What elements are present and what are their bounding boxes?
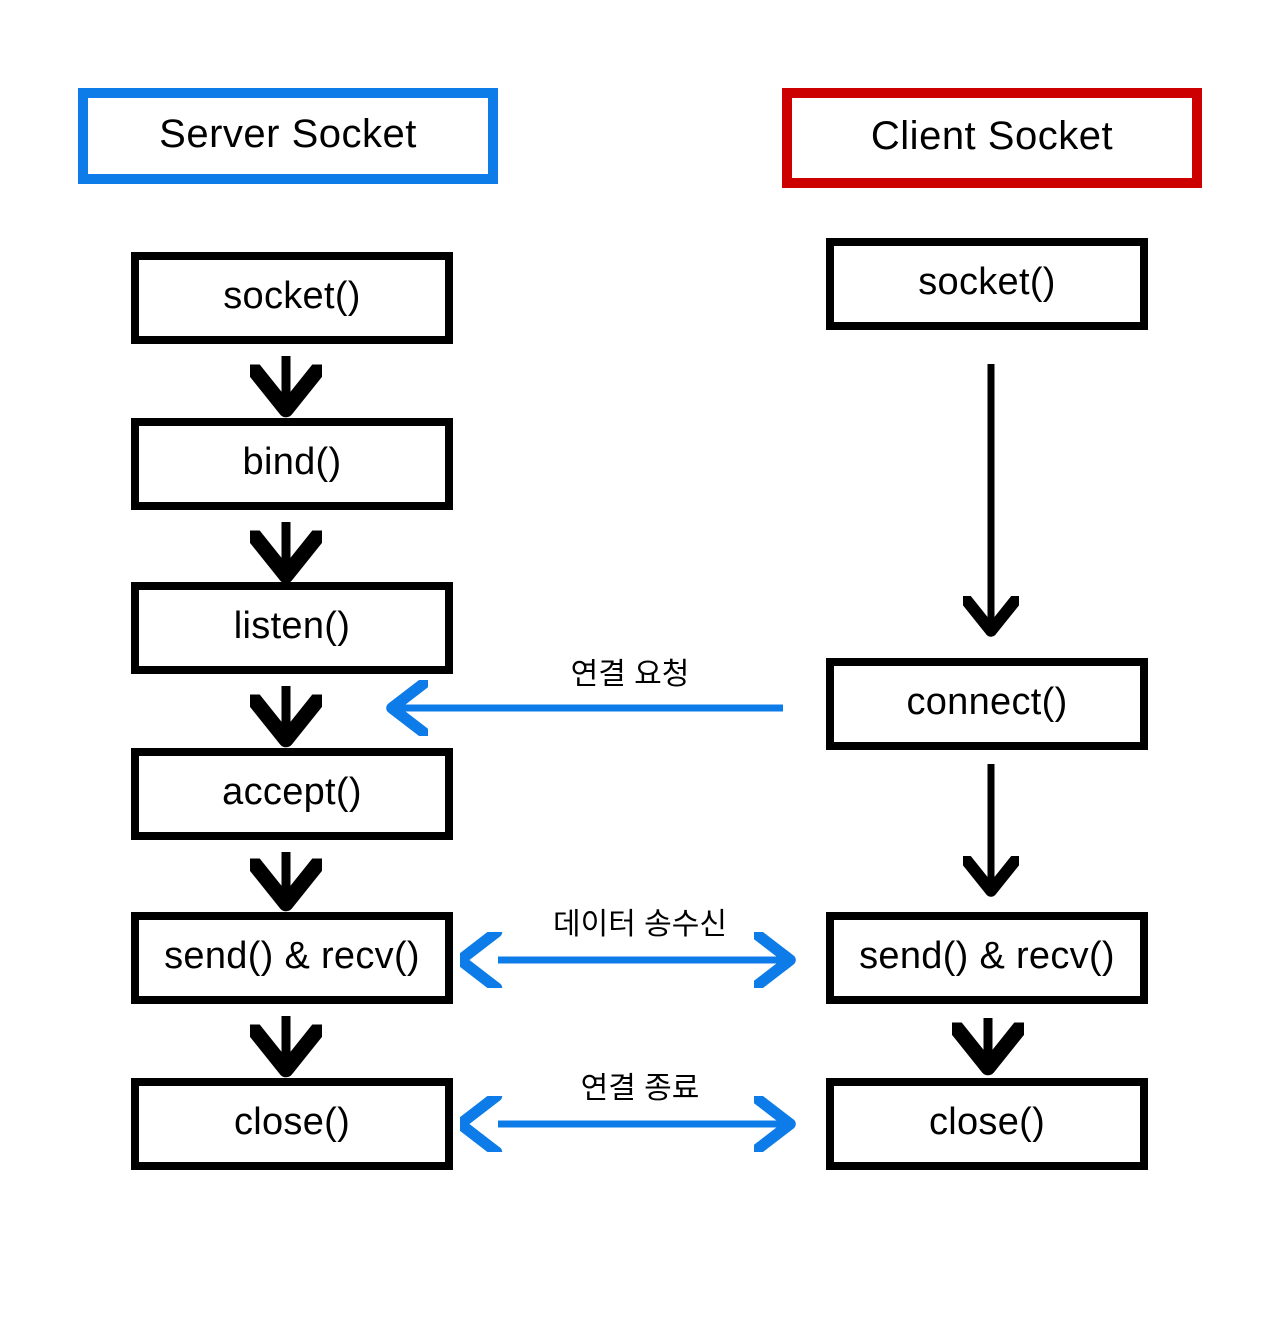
client-socket-header: Client Socket <box>782 88 1202 188</box>
server-step-close: close() <box>131 1078 453 1170</box>
server-socket-header-label: Server Socket <box>159 112 417 156</box>
interaction-label-connection-request: 연결 요청 <box>570 658 690 691</box>
client-socket-header-label: Client Socket <box>870 114 1114 158</box>
server-socket-header: Server Socket <box>78 88 498 184</box>
server-step-bind-label: bind() <box>242 441 342 483</box>
server-step-listen: listen() <box>131 582 453 674</box>
server-step-socket-label: socket() <box>223 275 361 317</box>
client-step-socket: socket() <box>826 238 1148 330</box>
interaction-label-data-transfer: 데이터 송수신 <box>553 908 727 941</box>
server-step-bind: bind() <box>131 418 453 510</box>
interaction-label-connection-close: 연결 종료 <box>580 1072 700 1105</box>
client-step-send-recv: send() & recv() <box>826 912 1148 1004</box>
server-step-accept-label: accept() <box>222 771 362 813</box>
client-step-connect: connect() <box>826 658 1148 750</box>
server-step-send-recv-label: send() & recv() <box>164 935 420 977</box>
server-step-send-recv: send() & recv() <box>131 912 453 1004</box>
client-step-close-label: close() <box>928 1101 1046 1143</box>
server-step-close-label: close() <box>233 1101 351 1143</box>
client-step-connect-label: connect() <box>906 681 1068 723</box>
server-step-accept: accept() <box>131 748 453 840</box>
client-step-close: close() <box>826 1078 1148 1170</box>
client-step-socket-label: socket() <box>918 261 1056 303</box>
client-step-send-recv-label: send() & recv() <box>859 935 1115 977</box>
server-step-listen-label: listen() <box>233 605 351 647</box>
server-step-socket: socket() <box>131 252 453 344</box>
